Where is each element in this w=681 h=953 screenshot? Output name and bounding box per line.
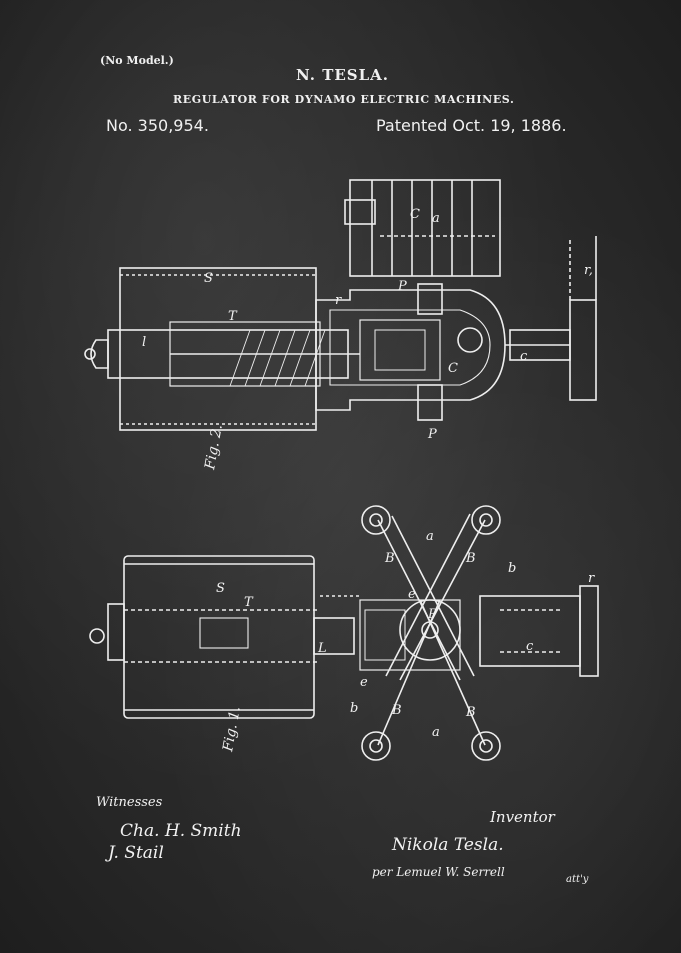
- label-b2: B: [465, 551, 476, 566]
- label-a-top: a: [432, 211, 440, 226]
- witness-1-signature: Cha. H. Smith: [120, 821, 242, 841]
- figure-1: [89, 505, 599, 761]
- label-c-bottom: c: [526, 639, 534, 654]
- label-r-top: r: [335, 293, 342, 308]
- label-c-right: c: [520, 349, 528, 364]
- witnesses-label: Witnesses: [96, 795, 163, 810]
- label-t-bottom: T: [244, 595, 254, 610]
- label-a2: a: [432, 725, 440, 740]
- label-e1: e: [360, 675, 368, 690]
- no-model-note: (No Model.): [100, 54, 174, 67]
- magnet-block-c: [349, 179, 501, 277]
- fig-2-caption: Fig. 2.: [202, 423, 226, 471]
- fig-1-caption: Fig. 1.: [220, 705, 244, 753]
- inventor-heading: N. TESLA.: [296, 66, 390, 84]
- label-t-top: T: [228, 309, 238, 324]
- label-c-top: C: [410, 207, 420, 222]
- governor-balls: [361, 505, 501, 761]
- label-b-small2: b: [350, 701, 358, 716]
- label-l-top: l: [142, 335, 146, 350]
- label-e2: e: [408, 587, 416, 602]
- gear-housing: [315, 289, 506, 411]
- inventor-label: Inventor: [489, 808, 556, 826]
- arm-b2: [399, 519, 486, 681]
- label-b1: B: [384, 551, 395, 566]
- label-a1: a: [426, 529, 434, 544]
- attorney-suffix: att'y: [566, 874, 589, 885]
- label-c2-top: C: [448, 361, 458, 376]
- bearing-pedestal: [569, 299, 597, 401]
- drawing-reference-letters: S T C a P c r l C P r, S T c r B B B B a…: [142, 207, 595, 740]
- label-p-bottom: P: [427, 607, 437, 622]
- patent-title: REGULATOR FOR DYNAMO ELECTRIC MACHINES.: [173, 93, 515, 106]
- cylinder-s: [119, 267, 317, 431]
- patent-number: No. 350,954.: [106, 116, 209, 135]
- label-s-bottom: S: [216, 581, 225, 596]
- witness-2-signature: J. Stail: [105, 843, 164, 863]
- attorney-signature: per Lemuel W. Serrell: [372, 865, 505, 879]
- label-b-small1: b: [508, 561, 516, 576]
- label-b3: B: [391, 703, 402, 718]
- label-r1-top: r,: [584, 263, 593, 278]
- label-p2-top: P: [427, 427, 437, 442]
- figure-2: [84, 179, 597, 431]
- inventor-signature: Nikola Tesla.: [391, 835, 504, 855]
- label-r-bottom: r: [588, 571, 595, 586]
- label-p-top: P: [397, 279, 407, 294]
- end-bearing: [579, 585, 599, 677]
- arm-b1: [377, 519, 461, 681]
- patented-date: Patented Oct. 19, 1886.: [376, 116, 567, 135]
- label-b4: B: [465, 705, 476, 720]
- label-s-top: S: [204, 271, 213, 286]
- label-l-bottom: L: [317, 641, 327, 656]
- signature-block: Witnesses Cha. H. Smith J. Stail Invento…: [96, 795, 589, 885]
- left-knob: [90, 339, 109, 369]
